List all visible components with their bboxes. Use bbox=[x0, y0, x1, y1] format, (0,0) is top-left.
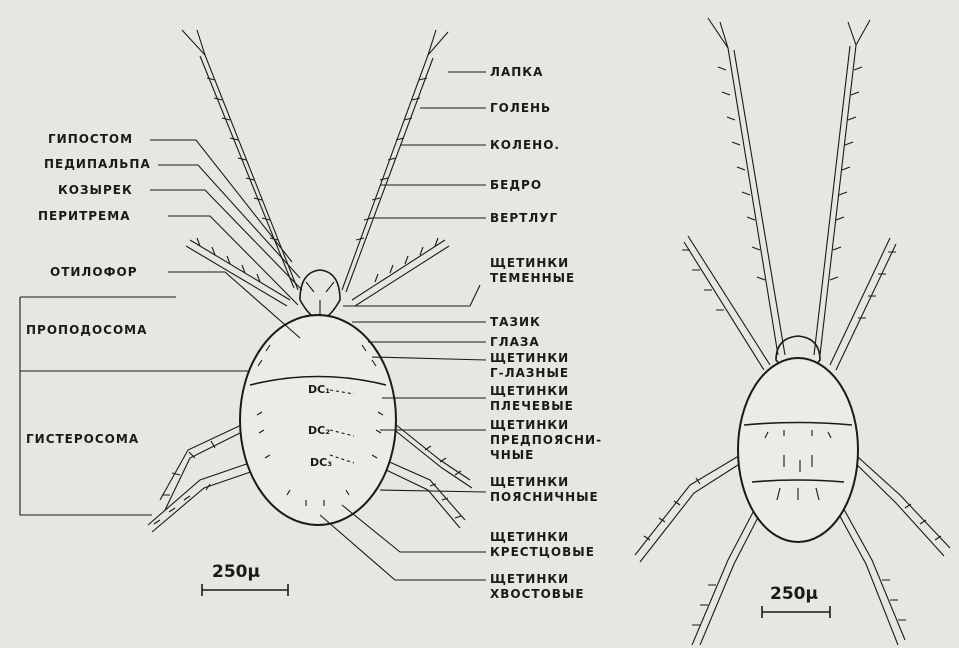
label-shch-predpoyasn-1: ЩЕТИНКИ bbox=[490, 418, 569, 432]
label-gipostom: ГИПОСТОМ bbox=[48, 132, 133, 146]
label-golen: ГОЛЕНЬ bbox=[490, 101, 551, 115]
label-koleno: КОЛЕНО. bbox=[490, 138, 560, 152]
label-shch-khvostovye-2: ХВОСТОВЫЕ bbox=[490, 587, 585, 601]
label-shch-plechevye-1: ЩЕТИНКИ bbox=[490, 384, 569, 398]
label-gisterosoma: ГИСТЕРОСОМА bbox=[26, 432, 139, 446]
label-shch-predpoyasn-2: ПРЕДПОЯСНИ- bbox=[490, 433, 602, 447]
label-shch-poyasnichnye-1: ЩЕТИНКИ bbox=[490, 475, 569, 489]
label-shch-khvostovye-1: ЩЕТИНКИ bbox=[490, 572, 569, 586]
right-mite-body bbox=[738, 358, 858, 542]
scale-label-right: 250μ bbox=[770, 584, 818, 604]
label-vertlug: ВЕРТЛУГ bbox=[490, 211, 558, 225]
label-shch-glaznye-2: Г-ЛАЗНЫЕ bbox=[490, 366, 569, 380]
label-otilofor: ОТИЛОФОР bbox=[50, 265, 138, 279]
left-mite-drawing bbox=[20, 30, 486, 596]
left-scale-bar bbox=[202, 584, 288, 596]
label-peritrema: ПЕРИТРЕМА bbox=[38, 209, 130, 223]
label-kozyrek: КОЗЫРЕК bbox=[58, 183, 133, 197]
label-shch-krestcovye-1: ЩЕТИНКИ bbox=[490, 530, 569, 544]
label-dc1: DC₁ bbox=[308, 383, 330, 396]
label-shch-poyasnichnye-2: ПОЯСНИЧНЫЕ bbox=[490, 490, 599, 504]
label-lapka: ЛАПКА bbox=[490, 65, 543, 79]
right-mite-legs bbox=[635, 18, 950, 645]
label-propodosoma: ПРОПОДОСОМА bbox=[26, 323, 147, 337]
right-mite-drawing bbox=[635, 18, 950, 645]
label-shch-temennye-2: ТЕМЕННЫЕ bbox=[490, 271, 575, 285]
label-shch-predpoyasn-3: ЧНЫЕ bbox=[490, 448, 534, 462]
label-shch-glaznye-1: ЩЕТИНКИ bbox=[490, 351, 569, 365]
label-shch-temennye-1: ЩЕТИНКИ bbox=[490, 256, 569, 270]
label-glaza: ГЛАЗА bbox=[490, 335, 540, 349]
label-dc3: DC₃ bbox=[310, 456, 332, 469]
label-shch-krestcovye-2: КРЕСТЦОВЫЕ bbox=[490, 545, 595, 559]
label-bedro: БЕДРО bbox=[490, 178, 542, 192]
label-pedipalpa: ПЕДИПАЛЬПА bbox=[44, 157, 151, 171]
label-tazik: ТАЗИК bbox=[490, 315, 541, 329]
scale-label-left: 250μ bbox=[212, 562, 260, 582]
label-dc2: DC₂ bbox=[308, 424, 330, 437]
left-mite-body bbox=[240, 315, 396, 525]
right-scale-bar bbox=[762, 606, 830, 618]
label-shch-plechevye-2: ПЛЕЧЕВЫЕ bbox=[490, 399, 574, 413]
